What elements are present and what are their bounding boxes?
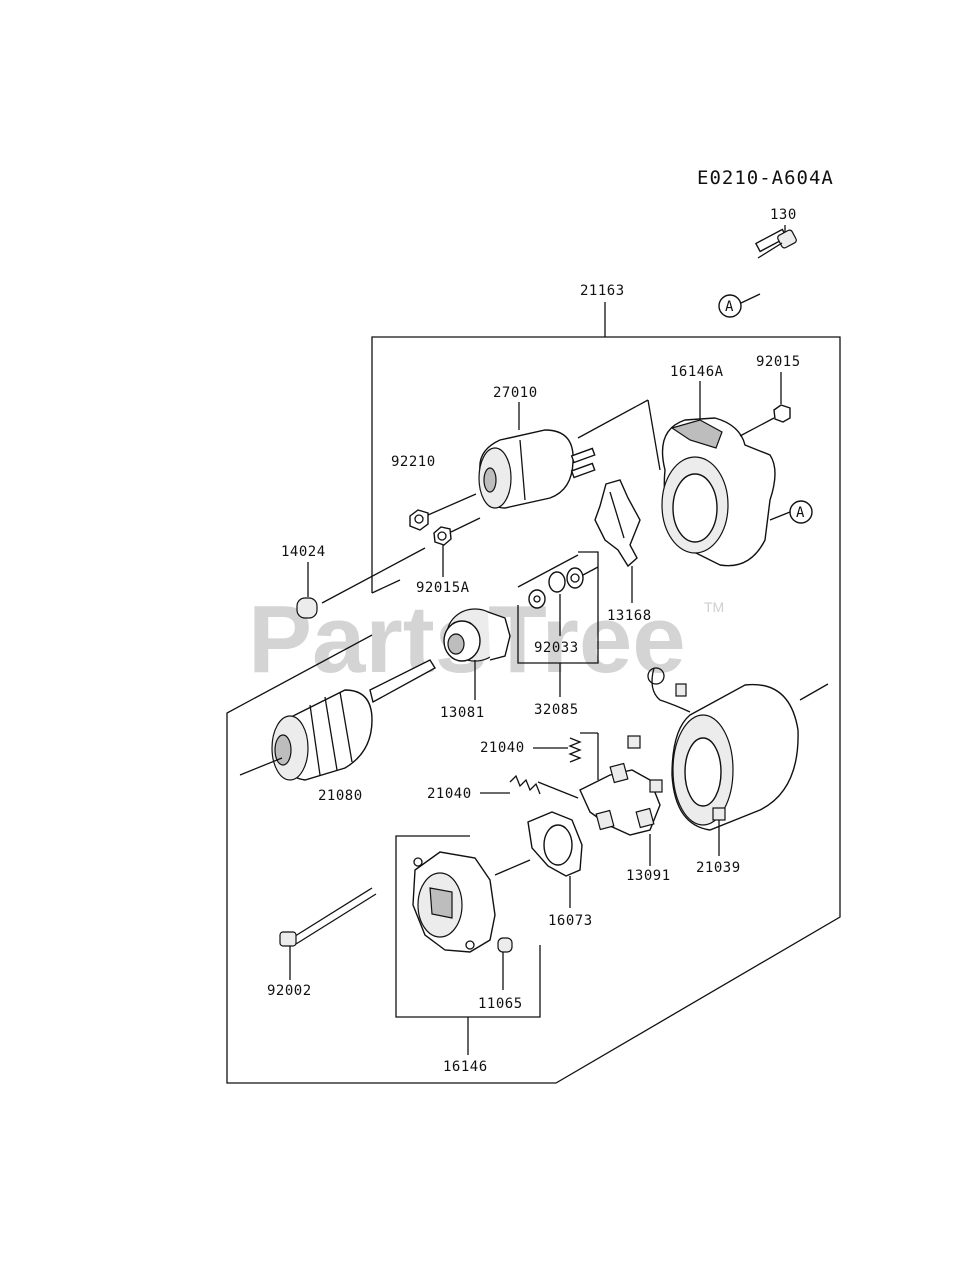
yoke-21039[interactable]: [627, 667, 829, 856]
label-32085: 32085: [534, 702, 579, 718]
label-13091: 13091: [626, 868, 671, 884]
label-16146A: 16146A: [670, 364, 724, 380]
lever-13168[interactable]: [594, 479, 641, 603]
clutch-13081[interactable]: [443, 608, 511, 700]
housing-16146A[interactable]: [647, 381, 791, 567]
label-92002: 92002: [267, 983, 312, 999]
nut-92015[interactable]: [739, 372, 791, 437]
armature-21080[interactable]: [239, 659, 436, 781]
label-92210: 92210: [391, 454, 436, 470]
label-13168: 13168: [607, 608, 652, 624]
diagram-code: E0210-A604A: [697, 167, 834, 189]
ref-marker-a-right: A: [789, 500, 813, 524]
label-92033: 92033: [534, 640, 579, 656]
leader-shaft: [371, 579, 401, 594]
label-92015: 92015: [756, 354, 801, 370]
label-14024: 14024: [281, 544, 326, 560]
assembly-boundary: [226, 336, 841, 1084]
label-16073: 16073: [548, 913, 593, 929]
svg-text:A: A: [725, 299, 734, 315]
kit-bracket-32085: [517, 551, 599, 697]
brush-holder-13091[interactable]: [579, 762, 661, 866]
spring-21040-lower[interactable]: [480, 774, 579, 799]
svg-text:A: A: [796, 505, 805, 521]
ref-marker-a-top: A: [718, 293, 761, 318]
label-21163: 21163: [580, 283, 625, 299]
label-21040-upper: 21040: [480, 740, 525, 756]
nut-92210[interactable]: [409, 493, 477, 531]
label-11065: 11065: [478, 996, 523, 1012]
plate-16073[interactable]: [494, 811, 583, 908]
washer-92033[interactable]: [517, 554, 599, 636]
spring-21040-upper[interactable]: [533, 732, 599, 780]
label-21080: 21080: [318, 788, 363, 804]
label-21039: 21039: [696, 860, 741, 876]
nut-92015A[interactable]: [433, 517, 481, 577]
solenoid-27010[interactable]: [478, 399, 649, 509]
label-13081: 13081: [440, 705, 485, 721]
bolt-92002[interactable]: [279, 887, 377, 980]
label-27010: 27010: [493, 385, 538, 401]
watermark-tm: TM: [704, 599, 724, 615]
bushing-11065[interactable]: [497, 937, 513, 990]
label-92015A: 92015A: [416, 580, 470, 596]
cover-16146[interactable]: [395, 835, 541, 1055]
cap-14024[interactable]: [296, 547, 426, 619]
label-16146: 16146: [443, 1059, 488, 1075]
label-21040-lower: 21040: [427, 786, 472, 802]
bolt-130[interactable]: [754, 225, 797, 259]
label-130: 130: [770, 207, 797, 223]
